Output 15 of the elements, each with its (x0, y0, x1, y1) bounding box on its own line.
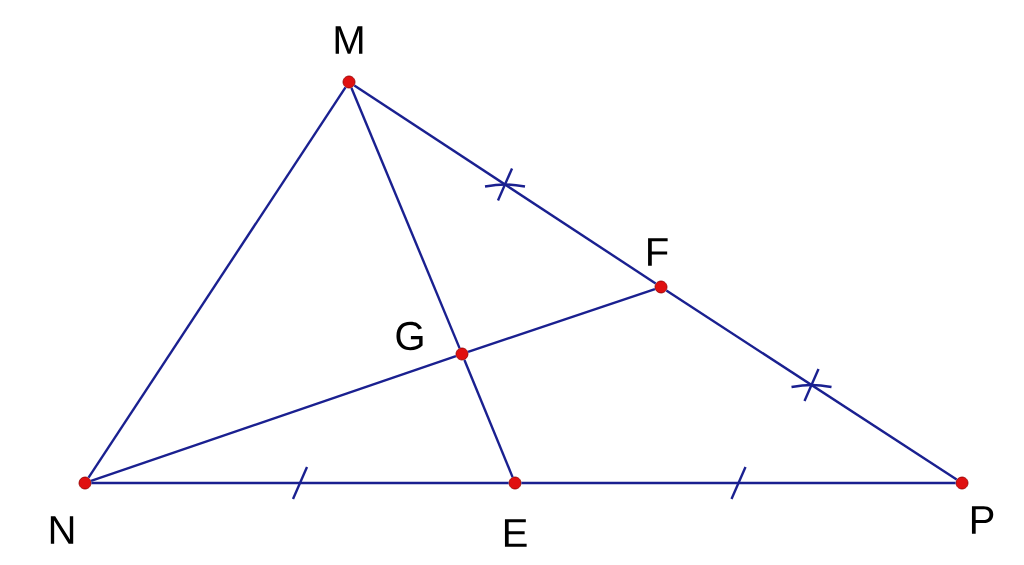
point-label: N (50, 516, 74, 544)
line-segment (463, 359, 514, 478)
point-label: G (396, 321, 423, 351)
line-segment (521, 481, 956, 485)
line-segment (90, 354, 457, 483)
point-label: M (335, 26, 363, 54)
line-segment (87, 86, 347, 479)
point-label: P (971, 506, 994, 534)
point-label: E (504, 519, 527, 547)
line-segment (91, 481, 509, 485)
line-segment (665, 289, 958, 481)
point-label: F (648, 238, 668, 266)
line-segment (353, 84, 657, 285)
line-segment (467, 287, 656, 354)
line-segment (350, 87, 461, 349)
